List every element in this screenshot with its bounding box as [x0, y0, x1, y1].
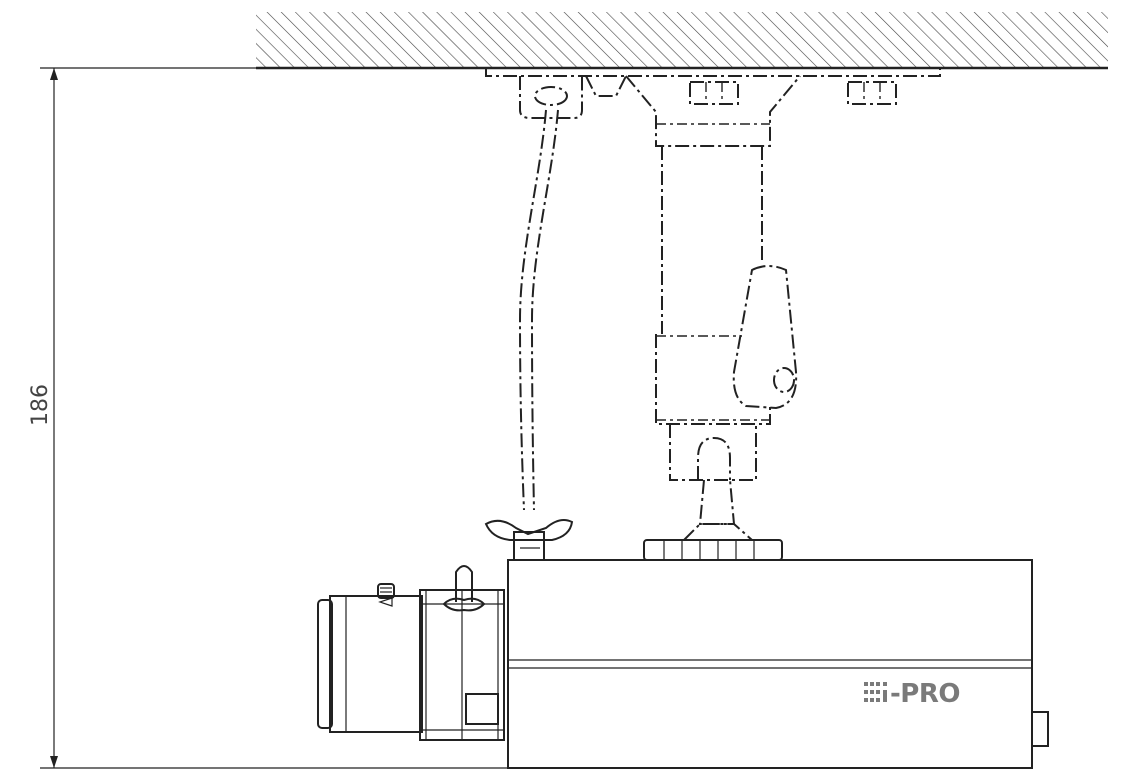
mount-nut-right — [847, 81, 897, 105]
lens-assembly — [317, 565, 505, 741]
lens-thumb-screw — [442, 565, 486, 612]
mount-nut-left — [689, 81, 739, 105]
dimension-186: 186 — [28, 67, 510, 769]
dimension-arrow-top — [50, 68, 58, 80]
ceiling-hatch — [256, 12, 1108, 67]
dimension-label: 186 — [28, 384, 53, 426]
rear-connector — [1031, 711, 1049, 747]
camera-bracket — [625, 75, 801, 541]
logo-dot-grid — [864, 682, 887, 702]
camera-body — [507, 559, 1049, 769]
lens-iris-knob — [377, 583, 395, 607]
wing-screw — [484, 519, 574, 561]
ceiling — [256, 12, 1108, 70]
bracket-lever — [732, 265, 798, 410]
brand-logo: -PRO — [864, 679, 960, 709]
dimension-arrow-bottom — [50, 756, 58, 768]
ceiling-mount-plate — [485, 68, 941, 119]
camera-mount-ring — [643, 539, 783, 561]
focus-ring — [419, 589, 505, 741]
logo-text: -PRO — [890, 679, 960, 709]
safety-wire — [518, 109, 559, 511]
